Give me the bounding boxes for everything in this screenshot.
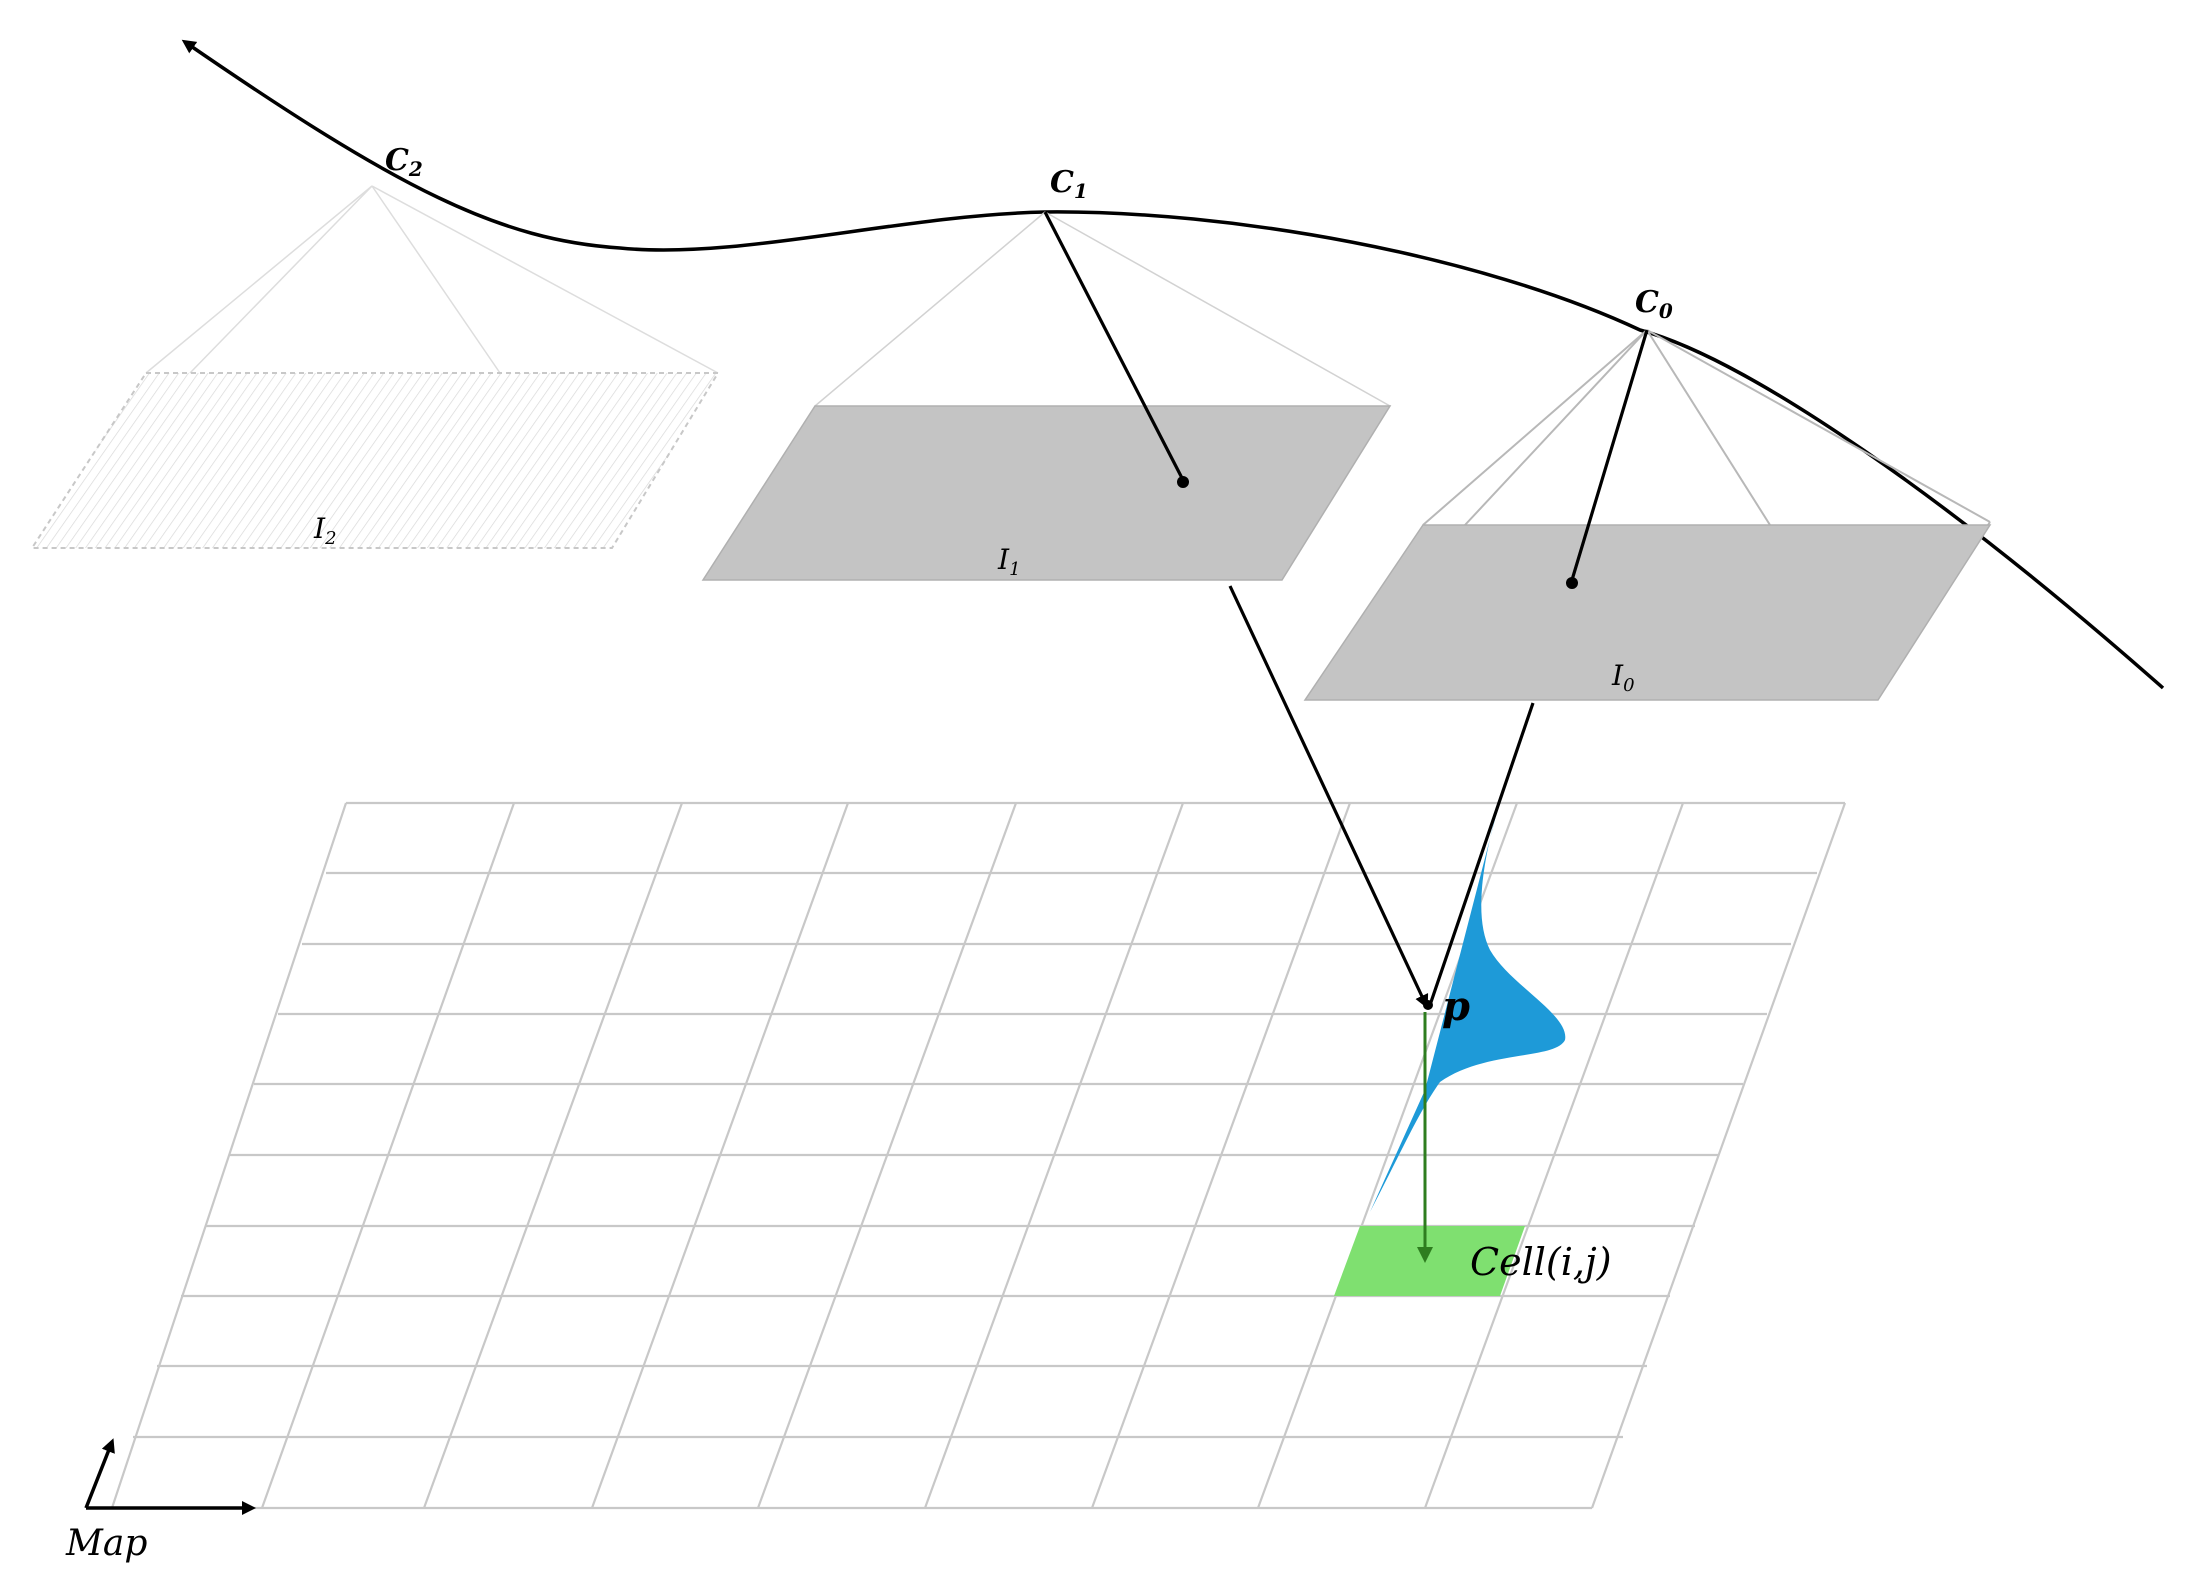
camera-c0-frustum — [1422, 329, 1991, 541]
depth-distribution — [1370, 800, 1566, 1212]
camera-label-c2-base: C — [385, 143, 409, 178]
grid-col-line — [260, 802, 516, 1509]
camera-label-c2-sub: 2 — [408, 157, 423, 181]
ray-from-i1-to-p — [1228, 585, 1429, 1009]
image-label-i1-base: I — [997, 543, 1010, 576]
image-label-i0: I0 — [1611, 659, 1635, 696]
map-axis-y — [84, 1438, 115, 1509]
grid-col-line — [756, 802, 1018, 1509]
image-label-i0-base: I — [1611, 659, 1624, 692]
map-grid — [110, 801, 1847, 1510]
grid-col-line — [422, 802, 684, 1509]
camera-label-c1-sub: 1 — [1074, 179, 1088, 203]
grid-col-line — [1090, 802, 1352, 1509]
camera-label-c1-base: C — [1050, 165, 1074, 200]
image-label-i1-sub: 1 — [1009, 559, 1020, 580]
grid-col-line — [590, 802, 850, 1509]
image-point-i1 — [1177, 476, 1189, 488]
cell-label: Cell(i,j) — [1470, 1240, 1612, 1284]
point-label-p: p — [1442, 983, 1470, 1030]
grid-col-line — [110, 802, 348, 1509]
image-plane-i1 — [701, 405, 1392, 581]
image-point-i0 — [1566, 577, 1578, 589]
point-p-marker — [1423, 1000, 1433, 1010]
ray-from-i0-to-p — [1428, 702, 1535, 1006]
camera-label-c0-base: C — [1635, 285, 1659, 320]
camera-trajectory — [181, 39, 2165, 690]
camera-label-c0-sub: 0 — [1659, 299, 1673, 323]
camera-label-c1: C1 — [1050, 165, 1088, 203]
map-axes — [84, 1438, 256, 1515]
grid-col-line — [1423, 802, 1685, 1509]
map-label: Map — [65, 1523, 147, 1564]
camera-label-c0: C0 — [1635, 285, 1673, 323]
image-label-i1: I1 — [997, 543, 1021, 580]
image-label-i2-sub: 2 — [324, 528, 336, 549]
camera-c0-ray — [1570, 329, 1649, 581]
image-label-i2-base: I — [313, 512, 326, 545]
grid-col-line — [923, 802, 1185, 1509]
camera-c2-frustum — [145, 185, 719, 374]
camera-c1-frustum — [814, 211, 1391, 407]
image-plane-i0 — [1303, 524, 1992, 701]
image-plane-i2 — [30, 372, 720, 549]
image-label-i0-sub: 0 — [1623, 675, 1634, 696]
camera-c1-ray — [1043, 211, 1185, 481]
grid-col-line — [1590, 802, 1847, 1509]
camera-label-c2: C2 — [385, 143, 423, 181]
image-label-i2: I2 — [313, 512, 337, 549]
